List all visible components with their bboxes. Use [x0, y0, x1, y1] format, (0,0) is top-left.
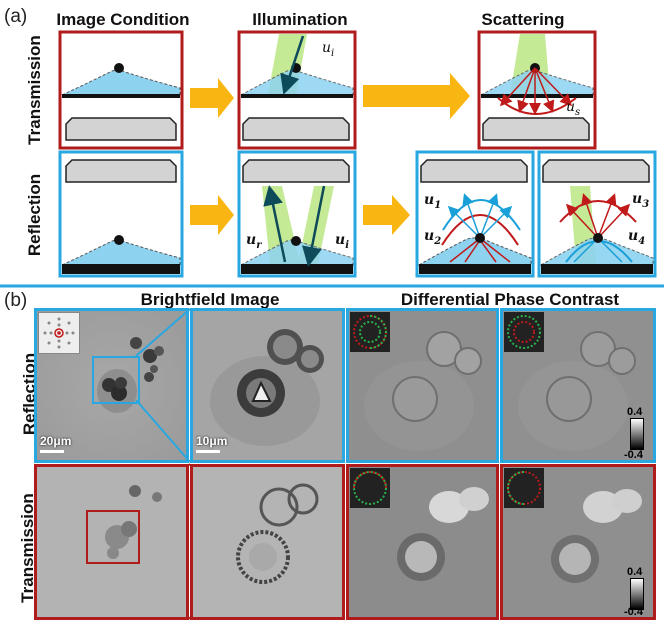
- label-ui-transmission: ui: [322, 40, 335, 59]
- scalebar-10um: 10μm: [196, 434, 228, 448]
- colorbar-reflection: [630, 418, 644, 450]
- colorbar-transmission: [630, 578, 644, 610]
- scalebar-10um-line: [196, 450, 220, 453]
- label-u3: u3: [632, 191, 650, 210]
- transmission-brightfield-overview: [34, 464, 189, 620]
- zoom-box-transmission: [86, 510, 140, 564]
- label-us: us: [566, 99, 581, 118]
- transmission-brightfield-zoom: [190, 464, 345, 620]
- header-dpc: Differential Phase Contrast: [400, 290, 620, 309]
- colorbar-transmission-min: -0.4: [624, 606, 643, 618]
- illumination-pattern-icon-dpc-t1: [350, 468, 390, 508]
- scalebar-20um-line: [40, 450, 64, 453]
- reflection-scattering-box-1: [415, 150, 535, 278]
- transmission-condition-box: [58, 30, 184, 150]
- scalebar-20um: 20μm: [40, 434, 72, 448]
- header-brightfield: Brightfield Image: [140, 290, 280, 309]
- label-u4: u4: [628, 228, 646, 247]
- colorbar-reflection-max: 0.4: [627, 406, 643, 418]
- illumination-pattern-icon-dpc-r2: [504, 312, 544, 352]
- zoom-box-reflection: [92, 356, 140, 404]
- reflection-dpc-1: [346, 308, 499, 463]
- reflection-scattering-box-2: [537, 150, 657, 278]
- header-scattering: Scattering: [481, 10, 565, 29]
- reflection-brightfield-zoom: [190, 308, 345, 463]
- label-u2: u2: [424, 228, 442, 247]
- label-u1: u1: [424, 192, 442, 211]
- label-ur: ur: [246, 232, 262, 251]
- schematic-diagram: [0, 30, 664, 288]
- panel-b-label: (b): [4, 290, 28, 311]
- header-image-condition: Image Condition: [56, 10, 190, 29]
- colorbar-transmission-max: 0.4: [627, 566, 643, 578]
- transmission-illumination-box: [237, 30, 357, 150]
- yellow-arrows: [190, 73, 470, 235]
- header-illumination: Illumination: [252, 10, 348, 29]
- label-ui-reflection: ui: [335, 232, 349, 251]
- illumination-pattern-icon-dpc-t2: [504, 468, 544, 508]
- illumination-pattern-icon-bf-r: [38, 312, 80, 354]
- reflection-condition-box: [58, 150, 184, 278]
- transmission-scattering-box: [477, 30, 597, 150]
- illumination-pattern-icon-dpc-r1: [350, 312, 390, 352]
- reflection-illumination-box: [237, 150, 357, 278]
- transmission-dpc-1: [346, 464, 499, 620]
- panel-a-label: (a): [4, 6, 28, 27]
- colorbar-reflection-min: -0.4: [624, 449, 643, 461]
